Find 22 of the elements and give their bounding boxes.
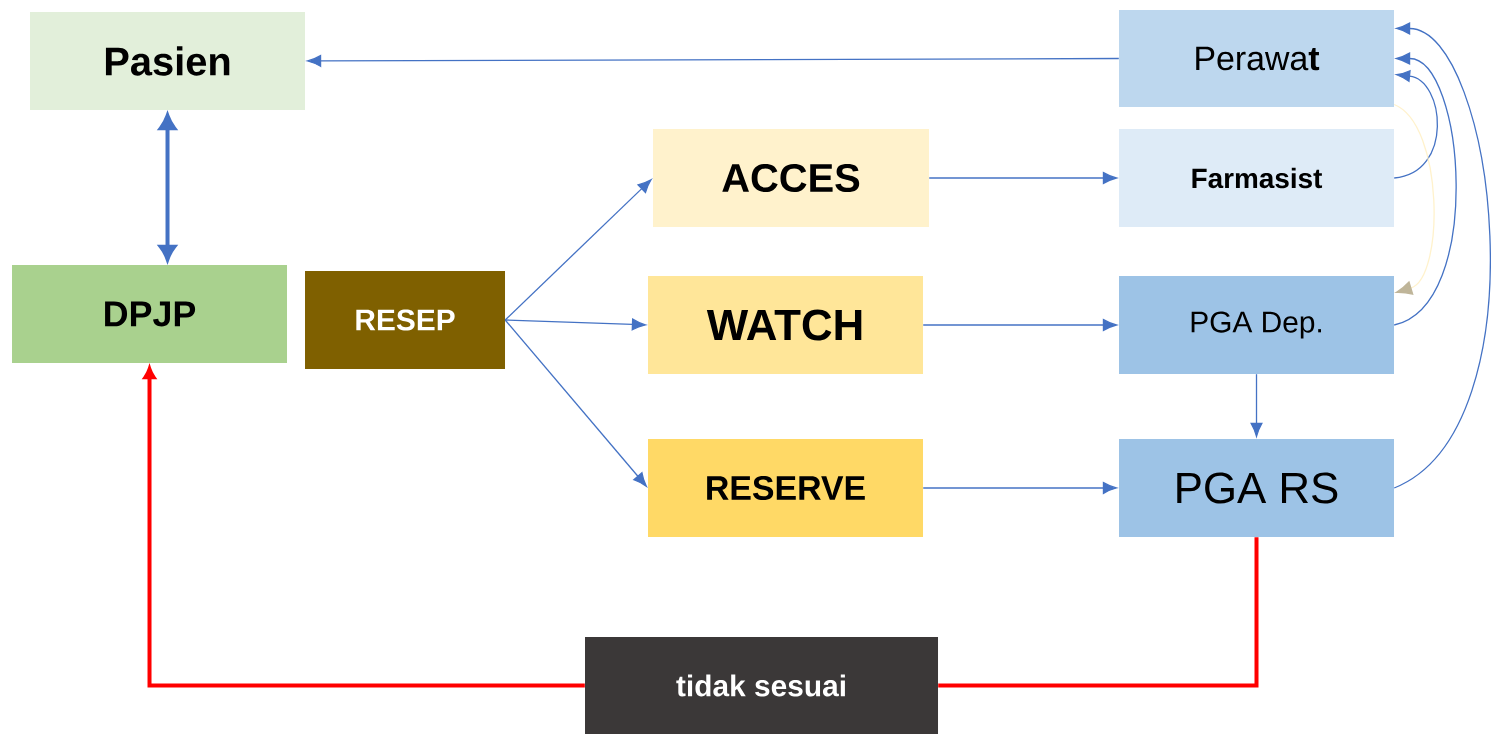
process-box: RESERVE	[648, 439, 923, 537]
arrow	[504, 318, 646, 331]
arrow	[922, 482, 1117, 494]
process-box: WATCH	[648, 276, 923, 374]
process-box: tidak sesuai	[585, 637, 938, 734]
arrow	[1393, 52, 1457, 326]
process-box: Perawat	[1119, 10, 1394, 107]
arrow	[1393, 22, 1491, 489]
arrow	[504, 179, 652, 321]
arrow	[928, 172, 1117, 184]
arrow	[307, 55, 1120, 67]
process-box: Farmasist	[1119, 129, 1394, 227]
process-box: DPJP	[12, 265, 287, 363]
arrow	[1250, 373, 1263, 437]
process-box: Pasien	[30, 12, 305, 110]
arrow	[922, 319, 1117, 331]
process-box: ACCES	[653, 129, 929, 227]
process-box: PGA Dep.	[1119, 276, 1394, 374]
process-box: RESEP	[305, 271, 505, 369]
arrow	[1393, 70, 1438, 179]
process-box: PGA RS	[1119, 439, 1394, 537]
arrow	[1393, 103, 1435, 295]
